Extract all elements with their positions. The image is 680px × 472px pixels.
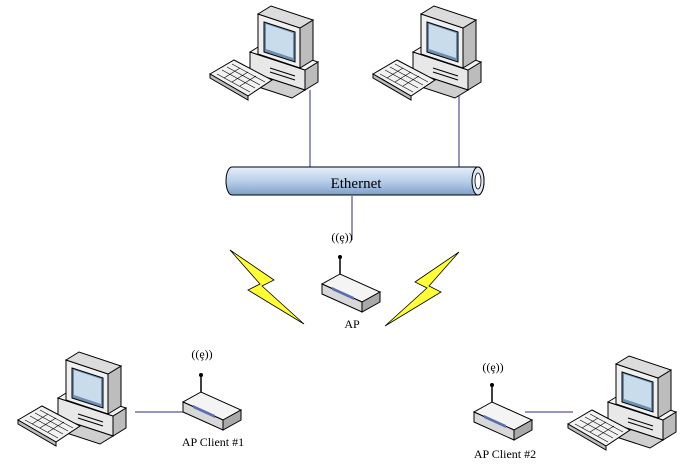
antenna-signal-icon: ((ȩ))	[191, 347, 212, 361]
ethernet-bus-icon	[225, 166, 485, 196]
client1-label: AP Client #1	[182, 435, 244, 449]
wireless-router-icon	[321, 254, 381, 313]
desktop-computer-icon	[567, 355, 677, 451]
ethernet-label: Ethernet	[331, 176, 383, 192]
antenna-signal-icon: ((ȩ))	[331, 230, 352, 244]
ap-label: AP	[344, 317, 360, 331]
desktop-computer-icon	[209, 5, 319, 101]
desktop-computer-icon	[372, 5, 482, 101]
wireless-router-icon	[473, 382, 533, 441]
client2-label: AP Client #2	[474, 447, 536, 461]
lightning-bolt-icon	[229, 249, 305, 325]
desktop-computer-icon	[17, 351, 127, 447]
wireless-router-icon	[182, 372, 242, 431]
antenna-signal-icon: ((ȩ))	[482, 360, 503, 374]
ethernet-links	[135, 88, 573, 413]
lightning-bolt-icon	[384, 251, 460, 327]
